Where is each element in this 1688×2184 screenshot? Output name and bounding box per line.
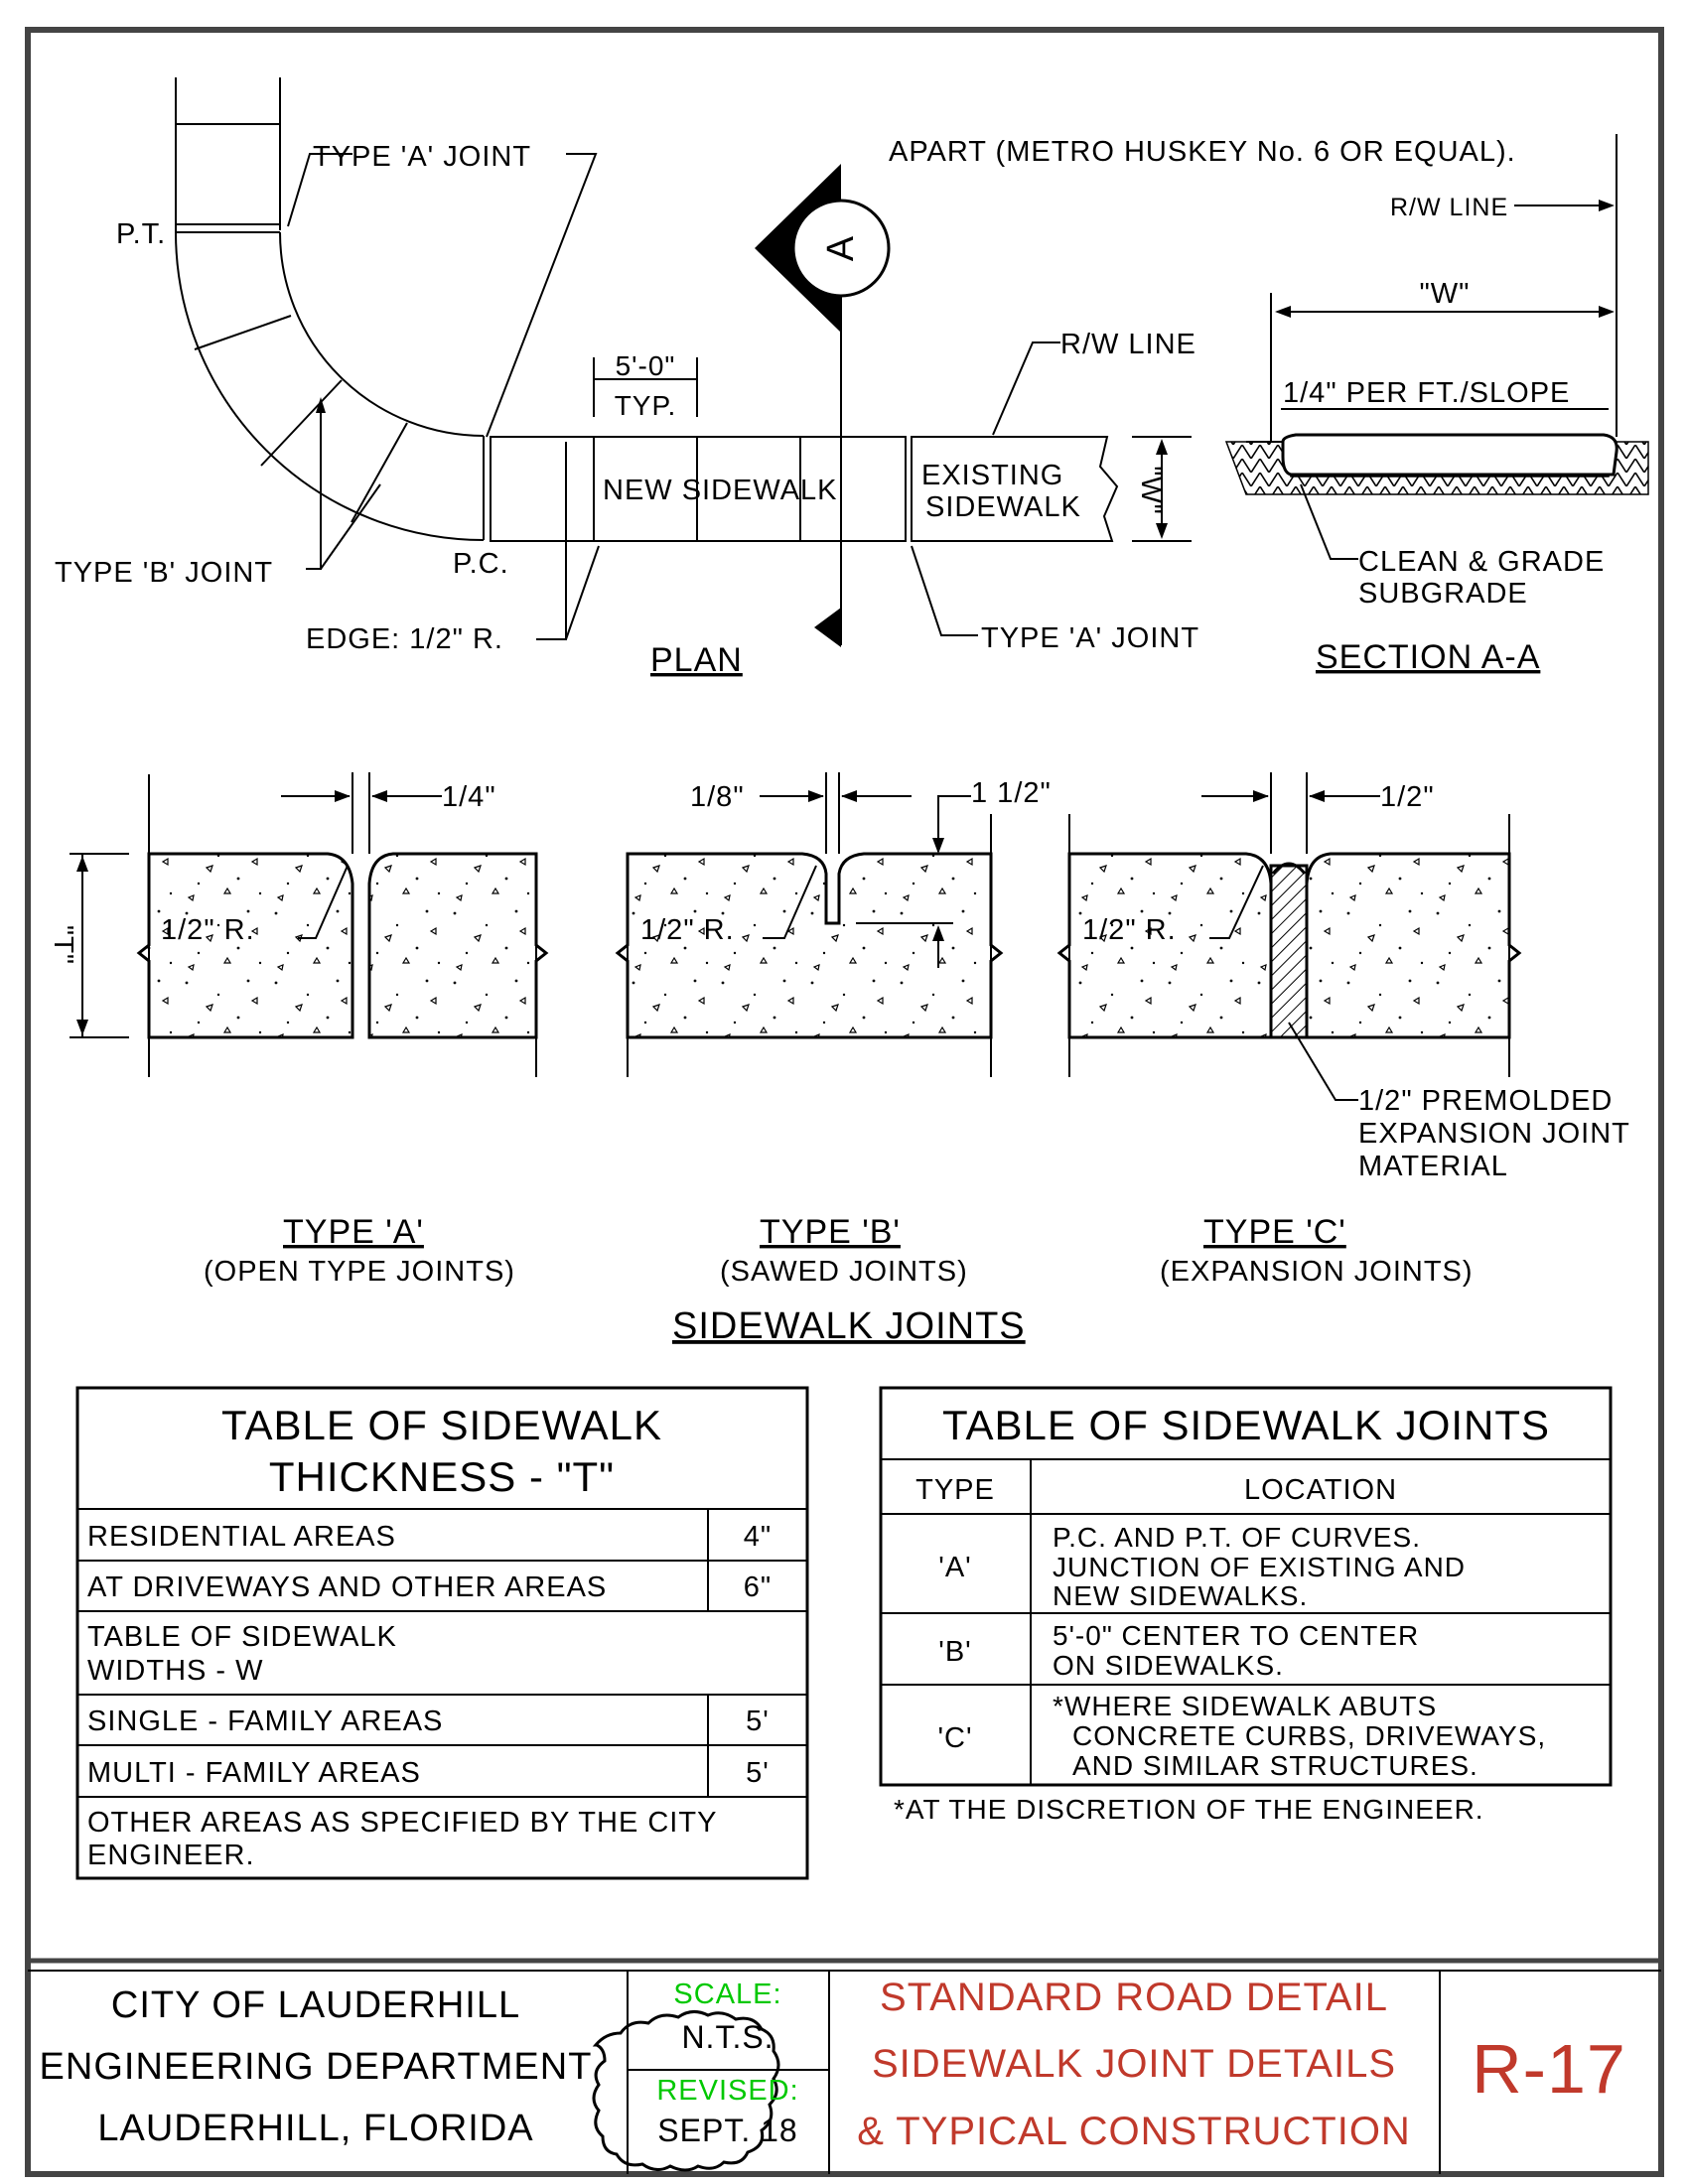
b-gap-label: 1/8" bbox=[690, 781, 745, 813]
joint-row-b-type: 'B' bbox=[938, 1636, 971, 1668]
a-radius-label: 1/2" R. bbox=[161, 914, 255, 946]
clean-grade-2: SUBGRADE bbox=[1358, 578, 1528, 610]
t-dim: "T" bbox=[49, 925, 79, 965]
sheet-number: R-17 bbox=[1472, 2030, 1626, 2108]
drawing-title-1: STANDARD ROAD DETAIL bbox=[880, 1976, 1388, 2019]
dept-name: ENGINEERING DEPARTMENT bbox=[40, 2046, 593, 2088]
thickness-row-2-value: 6" bbox=[744, 1571, 772, 1603]
joint-row-a-l3: NEW SIDEWALKS. bbox=[1053, 1580, 1308, 1611]
plan-w-dim: "W" bbox=[1136, 466, 1167, 514]
thickness-title-2: THICKNESS - "T" bbox=[269, 1453, 615, 1500]
sidewalk-joints-title: SIDEWALK JOINTS bbox=[672, 1305, 1026, 1347]
new-sidewalk-label: NEW SIDEWALK bbox=[603, 475, 838, 506]
joint-type-c: 1/2" 1/2" R. 1/2" PREMOLDED EXPANSION JO… bbox=[1056, 772, 1630, 1288]
joint-row-b-l2: ON SIDEWALKS. bbox=[1053, 1650, 1284, 1681]
type-b-sub: (SAWED JOINTS) bbox=[720, 1256, 968, 1288]
section-marker: A bbox=[820, 235, 862, 261]
type-b-joint-label: TYPE 'B' JOINT bbox=[55, 557, 273, 589]
joints-table: TABLE OF SIDEWALK JOINTS TYPE LOCATION '… bbox=[879, 1386, 1613, 1825]
drawing-title-3: & TYPICAL CONSTRUCTION bbox=[857, 2110, 1411, 2153]
scale-value: N.T.S. bbox=[681, 2019, 774, 2055]
joint-type-a: "T" 1/4" 1/2" R. TYPE 'A' (OPEN TYPE JOI… bbox=[49, 772, 549, 1288]
top-note: APART (METRO HUSKEY No. 6 OR EQUAL). bbox=[889, 136, 1516, 168]
pc-label: P.C. bbox=[453, 548, 509, 580]
width-row-1-value: 5' bbox=[746, 1706, 770, 1737]
joint-row-a-l1: P.C. AND P.T. OF CURVES. bbox=[1053, 1522, 1421, 1553]
existing-sidewalk-label-1: EXISTING bbox=[921, 460, 1063, 491]
b-radius-label: 1/2" R. bbox=[640, 914, 735, 946]
widths-title-2: WIDTHS - W bbox=[87, 1655, 264, 1687]
width-row-1-label: SINGLE - FAMILY AREAS bbox=[87, 1706, 443, 1737]
type-a-joint-bottom-label: TYPE 'A' JOINT bbox=[981, 622, 1199, 654]
scale-label: SCALE: bbox=[673, 1979, 781, 2010]
section-title: SECTION A-A bbox=[1316, 638, 1540, 676]
joint-row-c-l3: AND SIMILAR STRUCTURES. bbox=[1072, 1750, 1478, 1781]
joint-row-c-l2: CONCRETE CURBS, DRIVEWAYS, bbox=[1072, 1720, 1546, 1751]
c-note-1: 1/2" PREMOLDED bbox=[1358, 1085, 1613, 1117]
clean-grade-1: CLEAN & GRADE bbox=[1358, 546, 1605, 578]
other-areas-1: OTHER AREAS AS SPECIFIED BY THE CITY bbox=[87, 1807, 717, 1839]
type-a-title: TYPE 'A' bbox=[283, 1213, 424, 1251]
joint-row-b-l1: 5'-0" CENTER TO CENTER bbox=[1053, 1620, 1419, 1651]
sheet-frame bbox=[25, 27, 1664, 2177]
type-b-title: TYPE 'B' bbox=[760, 1213, 901, 1251]
revised-label: REVISED: bbox=[656, 2075, 798, 2107]
pt-label: P.T. bbox=[116, 218, 166, 250]
thickness-row-2-label: AT DRIVEWAYS AND OTHER AREAS bbox=[87, 1571, 607, 1603]
thickness-title-1: TABLE OF SIDEWALK bbox=[221, 1402, 662, 1448]
joints-table-title: TABLE OF SIDEWALK JOINTS bbox=[942, 1402, 1550, 1448]
city-location: LAUDERHILL, FLORIDA bbox=[97, 2108, 533, 2149]
type-c-title: TYPE 'C' bbox=[1203, 1213, 1346, 1251]
plan-view: A "W" 5'-0" TYP. TYPE 'A' JOINT P.T. P.C… bbox=[55, 77, 1199, 679]
a-gap-label: 1/4" bbox=[442, 781, 496, 813]
dim-typ: TYP. bbox=[615, 390, 677, 421]
slope-label: 1/4" PER FT./SLOPE bbox=[1283, 377, 1570, 409]
c-note-3: MATERIAL bbox=[1358, 1151, 1508, 1182]
c-radius-label: 1/2" R. bbox=[1082, 914, 1177, 946]
other-areas-2: ENGINEER. bbox=[87, 1840, 255, 1871]
b-depth-label: 1 1/2" bbox=[971, 777, 1052, 809]
section-w-dim: "W" bbox=[1420, 278, 1471, 310]
col-location: LOCATION bbox=[1244, 1474, 1397, 1506]
width-row-2-value: 5' bbox=[746, 1757, 770, 1789]
widths-title-1: TABLE OF SIDEWALK bbox=[87, 1621, 397, 1653]
rw-line-label: R/W LINE bbox=[1060, 329, 1196, 360]
c-note-2: EXPANSION JOINT bbox=[1358, 1118, 1630, 1150]
joint-row-c-type: 'C' bbox=[937, 1722, 972, 1754]
drawing-title-2: SIDEWALK JOINT DETAILS bbox=[872, 2042, 1396, 2086]
thickness-table: TABLE OF SIDEWALK THICKNESS - "T" RESIDE… bbox=[75, 1386, 809, 1880]
type-a-sub: (OPEN TYPE JOINTS) bbox=[204, 1256, 515, 1288]
existing-sidewalk-label-2: SIDEWALK bbox=[925, 491, 1081, 523]
width-row-2-label: MULTI - FAMILY AREAS bbox=[87, 1757, 421, 1789]
joint-row-a-l2: JUNCTION OF EXISTING AND bbox=[1053, 1552, 1466, 1582]
title-block: CITY OF LAUDERHILL ENGINEERING DEPARTMEN… bbox=[40, 1971, 1626, 2174]
plan-title: PLAN bbox=[650, 641, 743, 679]
col-type: TYPE bbox=[915, 1474, 995, 1506]
city-name: CITY OF LAUDERHILL bbox=[111, 1984, 520, 2026]
joint-type-b: 1/8" 1 1/2" 1/2" R. TYPE 'B' (SAWED JOIN… bbox=[615, 772, 1052, 1288]
c-gap-label: 1/2" bbox=[1380, 781, 1435, 813]
joint-row-c-l1: *WHERE SIDEWALK ABUTS bbox=[1053, 1691, 1437, 1721]
revised-value: SEPT. 18 bbox=[657, 2113, 797, 2148]
type-c-sub: (EXPANSION JOINTS) bbox=[1160, 1256, 1474, 1288]
section-rw-line: R/W LINE bbox=[1390, 194, 1508, 221]
joint-row-a-type: 'A' bbox=[938, 1552, 971, 1583]
thickness-row-1-label: RESIDENTIAL AREAS bbox=[87, 1521, 396, 1553]
section-a-a: R/W LINE "W" 1/4" PER FT./SLOPE CLEAN & … bbox=[1224, 134, 1649, 676]
thickness-row-1-value: 4" bbox=[744, 1521, 772, 1553]
dim-5-0: 5'-0" bbox=[616, 350, 676, 381]
joints-footnote: *AT THE DISCRETION OF THE ENGINEER. bbox=[894, 1794, 1484, 1825]
edge-label: EDGE: 1/2" R. bbox=[306, 623, 503, 655]
type-a-joint-top-label: TYPE 'A' JOINT bbox=[313, 141, 531, 173]
